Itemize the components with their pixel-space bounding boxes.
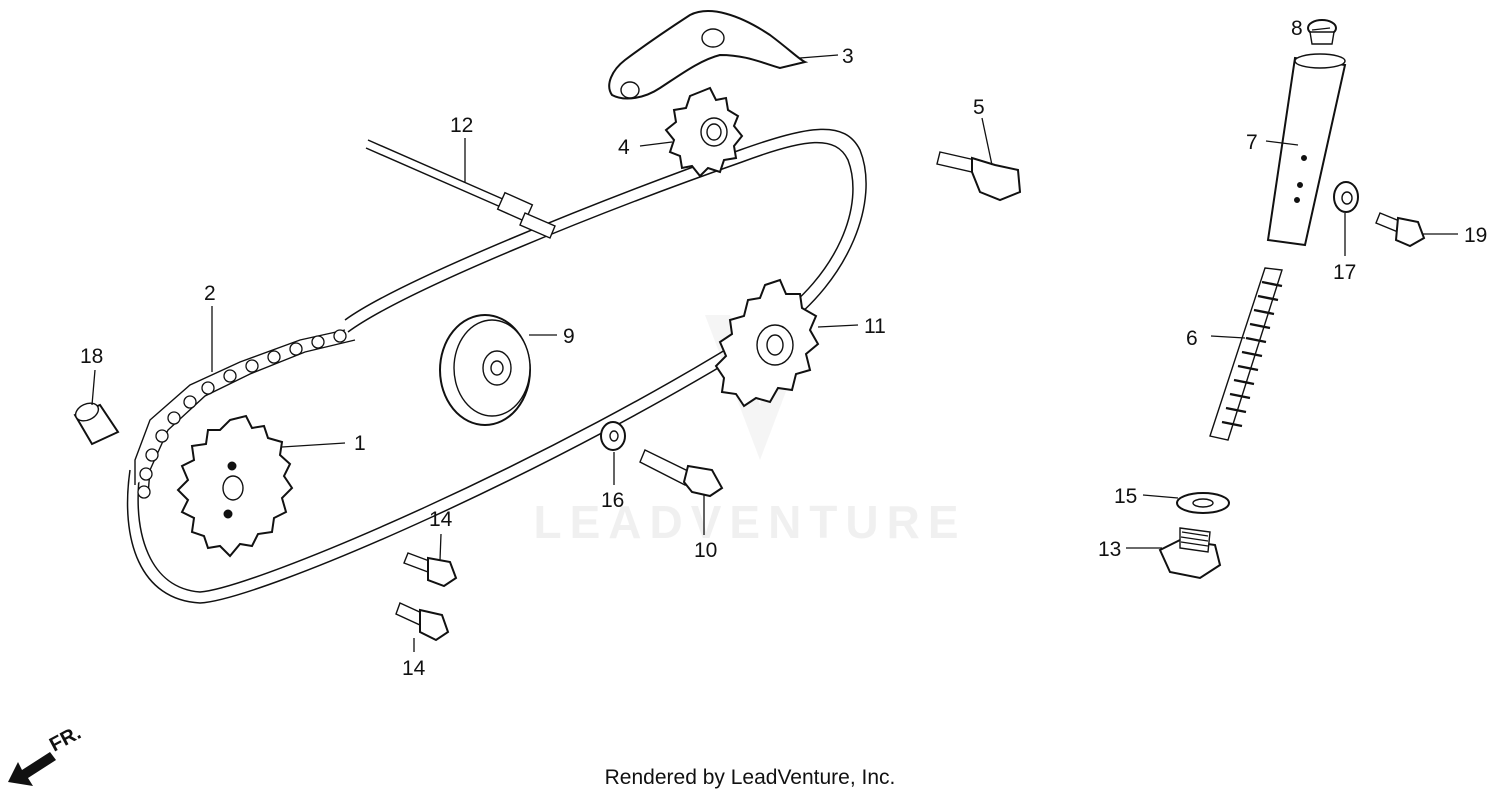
callout-1: 1 — [354, 432, 366, 455]
dowel-collar — [73, 402, 120, 446]
callout-12: 12 — [450, 114, 473, 137]
front-label: FR. — [46, 722, 85, 757]
callout-18: 18 — [80, 345, 103, 368]
callout-5: 5 — [973, 96, 985, 119]
callout-16: 16 — [601, 489, 624, 512]
callout-11: 11 — [864, 315, 886, 338]
push-rod-tube — [1266, 53, 1347, 247]
upper-sprocket — [664, 86, 744, 178]
callout-13: 13 — [1098, 538, 1121, 561]
bolt-10 — [639, 449, 724, 498]
callout-19: 19 — [1464, 224, 1487, 247]
callout-8: 8 — [1291, 17, 1303, 40]
callout-17: 17 — [1333, 261, 1356, 284]
callout-14-lower: 14 — [402, 657, 426, 680]
bolt-19 — [1375, 212, 1426, 248]
leader-lines — [91, 27, 1458, 652]
tensioner-shaft — [365, 139, 556, 239]
sealing-bolt — [1158, 527, 1222, 580]
cap-bolt — [1307, 19, 1337, 45]
watermark-text: LEADVENTURE — [533, 496, 966, 548]
tensioner-spring — [1209, 267, 1283, 441]
callout-9: 9 — [563, 325, 575, 348]
cam-chain-loop — [126, 128, 867, 604]
callout-10: 10 — [694, 539, 717, 562]
bolt-14-upper — [403, 552, 458, 588]
washer-16 — [600, 421, 626, 451]
sealing-washer — [1333, 181, 1359, 213]
washer-15 — [1176, 492, 1230, 514]
callout-4: 4 — [618, 136, 630, 159]
callout-14-upper: 14 — [429, 508, 453, 531]
callout-2: 2 — [204, 282, 216, 305]
callout-6: 6 — [1186, 327, 1198, 350]
callout-3: 3 — [842, 45, 854, 68]
guide-roller — [439, 314, 531, 426]
callout-7: 7 — [1246, 131, 1258, 154]
footer-credit: Rendered by LeadVenture, Inc. — [604, 766, 896, 789]
callout-15: 15 — [1114, 485, 1137, 508]
pivot-bolt — [936, 151, 1022, 202]
cam-sprocket — [176, 414, 294, 558]
bolt-14-lower — [395, 602, 450, 642]
tensioner-sprocket — [714, 278, 820, 408]
guide-plate — [608, 10, 809, 100]
